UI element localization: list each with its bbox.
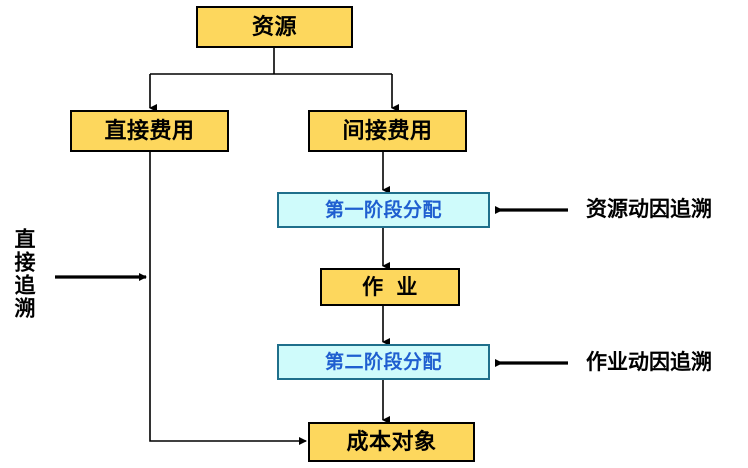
node-first-stage-allocation-label: 第一阶段分配 bbox=[324, 199, 442, 221]
annotation-activity-driver-tracing: 作业动因追溯 bbox=[586, 351, 712, 374]
node-activity[interactable]: 作 业 bbox=[320, 268, 460, 306]
node-indirect-cost-label: 间接费用 bbox=[342, 118, 433, 143]
node-activity-label: 作 业 bbox=[362, 275, 418, 299]
annotation-direct-tracing: 直接追溯 bbox=[12, 228, 36, 320]
node-resource-label: 资源 bbox=[251, 14, 297, 39]
node-resource[interactable]: 资源 bbox=[196, 6, 353, 48]
node-cost-object-label: 成本对象 bbox=[346, 429, 437, 454]
node-indirect-cost[interactable]: 间接费用 bbox=[308, 110, 467, 152]
node-direct-cost[interactable]: 直接费用 bbox=[70, 110, 229, 152]
node-cost-object[interactable]: 成本对象 bbox=[308, 422, 475, 462]
node-direct-cost-label: 直接费用 bbox=[104, 118, 195, 143]
node-second-stage-allocation[interactable]: 第二阶段分配 bbox=[277, 344, 490, 380]
annotation-resource-driver-tracing: 资源动因追溯 bbox=[586, 198, 712, 221]
node-second-stage-allocation-label: 第二阶段分配 bbox=[324, 351, 442, 373]
node-first-stage-allocation[interactable]: 第一阶段分配 bbox=[277, 192, 490, 228]
